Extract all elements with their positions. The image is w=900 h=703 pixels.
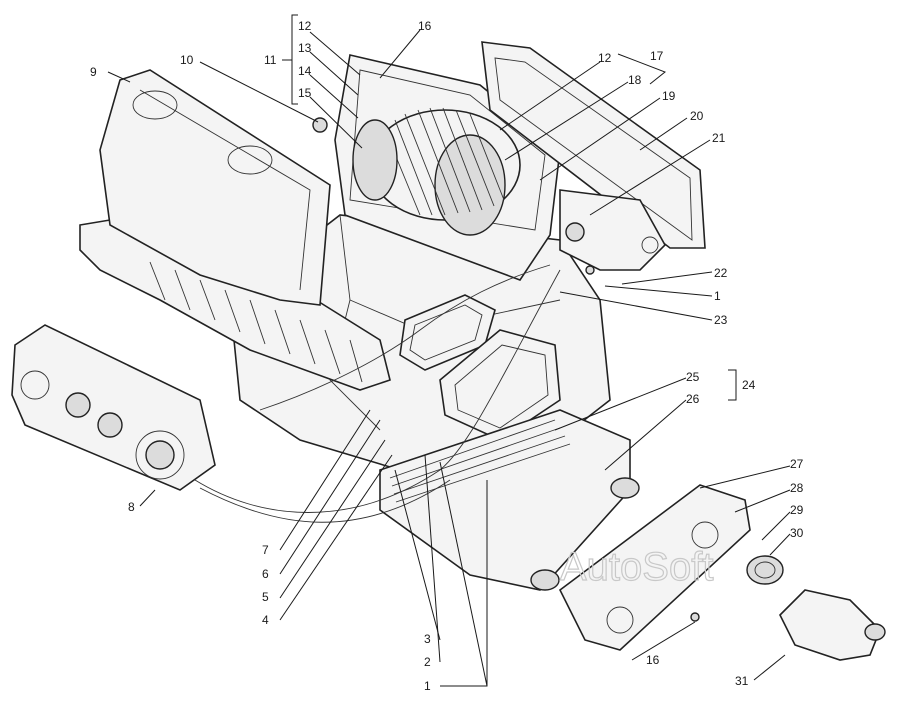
callout-15: 15	[298, 86, 312, 100]
duct-ribs	[149, 261, 363, 383]
heater-tap	[779, 589, 881, 661]
callout-1-right: 1	[714, 289, 721, 303]
callout-20: 20	[690, 109, 704, 123]
flange-gasket	[558, 484, 751, 651]
callout-14: 14	[298, 64, 312, 78]
callout-11: 11	[264, 53, 277, 67]
heater-core	[379, 409, 631, 591]
callout-8: 8	[128, 500, 135, 514]
core-pipe-upper	[610, 477, 640, 499]
callout-30: 30	[790, 526, 804, 540]
callout-27: 27	[790, 457, 804, 471]
callout-12-right: 12	[598, 51, 612, 65]
callout-24: 24	[742, 378, 756, 392]
callout-9: 9	[90, 65, 97, 79]
callout-2: 2	[424, 655, 431, 669]
leader-lines	[107, 14, 791, 687]
callout-26: 26	[686, 392, 700, 406]
callout-4: 4	[262, 613, 269, 627]
hose-clamp	[746, 555, 784, 585]
callout-12-top: 12	[298, 19, 312, 33]
watermark: AutoSoft	[560, 545, 713, 589]
callout-1-bottom: 1	[424, 679, 431, 693]
callout-21: 21	[712, 131, 726, 145]
callout-28: 28	[790, 481, 804, 495]
air-flap-housing-lower	[439, 329, 561, 441]
callout-19: 19	[662, 89, 676, 103]
callout-6: 6	[262, 567, 269, 581]
callout-10: 10	[180, 53, 194, 67]
bracket-nut	[565, 222, 585, 242]
fan-motor	[352, 119, 398, 201]
callout-5: 5	[262, 590, 269, 604]
core-pipe-lower	[530, 569, 560, 591]
callout-18: 18	[628, 73, 642, 87]
callout-23: 23	[714, 313, 728, 327]
control-knob-1	[65, 392, 91, 418]
control-panel	[11, 324, 216, 491]
callout-25: 25	[686, 370, 700, 384]
parts-drawing: AutoSoft	[11, 41, 886, 661]
control-knob-2	[97, 412, 123, 438]
callout-29: 29	[790, 503, 804, 517]
callout-31: 31	[735, 674, 749, 688]
callout-3: 3	[424, 632, 431, 646]
callout-17: 17	[650, 49, 664, 63]
gasket-screw	[690, 612, 700, 622]
control-cables	[194, 269, 561, 513]
cabin-filter-frame	[481, 41, 706, 249]
housing-cover	[99, 69, 331, 306]
callout-16-bottom: 16	[646, 653, 660, 667]
callout-13: 13	[298, 41, 312, 55]
mounting-bracket	[559, 189, 666, 271]
control-knob-3	[145, 440, 175, 470]
callout-22: 22	[714, 266, 728, 280]
callout-7: 7	[262, 543, 269, 557]
screw	[585, 265, 595, 275]
callout-16-top: 16	[418, 19, 432, 33]
callout-labels: 12 13 14 15 11 16 10 9 12 17 18 19 20 21…	[90, 19, 804, 693]
core-fins	[389, 419, 571, 503]
